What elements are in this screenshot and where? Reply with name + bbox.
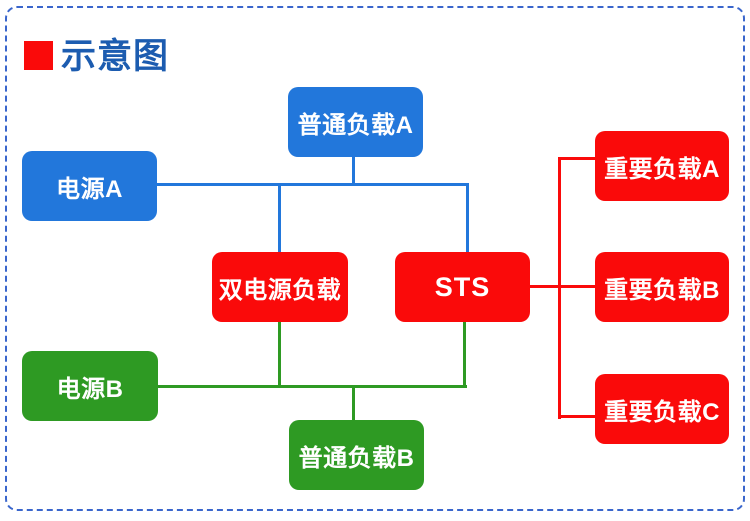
- title-bullet-square-icon: [24, 41, 53, 70]
- node-important-load-b: 重要负载B: [595, 252, 729, 322]
- edge-sts-to-important-load-b: [530, 285, 596, 288]
- page-title: 示意图: [61, 37, 170, 76]
- edge-sts-to-important-load-a: [559, 157, 596, 160]
- edge-sts-to-important-load-c: [559, 415, 596, 418]
- edge-power-a-to-dual-power-load: [278, 184, 281, 254]
- node-dual-power-load: 双电源负载: [212, 252, 348, 322]
- edge-power-b-to-sts: [463, 320, 466, 387]
- diagram-title: 示意图: [24, 28, 169, 79]
- edge-power-b-to-dual-power-load: [278, 320, 281, 387]
- node-important-load-a: 重要负载A: [595, 131, 729, 201]
- edge-power-b-bus: [157, 385, 467, 388]
- edge-power-a-bus: [157, 183, 469, 186]
- edge-power-b-to-normal-load-b: [352, 386, 355, 422]
- node-power-b: 电源B: [22, 351, 158, 421]
- node-normal-load-b: 普通负载B: [289, 420, 424, 490]
- node-power-a: 电源A: [22, 151, 157, 221]
- node-sts: STS: [395, 252, 530, 322]
- node-important-load-c: 重要负载C: [595, 374, 729, 444]
- node-normal-load-a: 普通负载A: [288, 87, 423, 157]
- edge-power-a-to-sts: [466, 184, 469, 254]
- edge-power-a-to-normal-load-a: [352, 155, 355, 185]
- edge-sts-riser: [558, 157, 561, 419]
